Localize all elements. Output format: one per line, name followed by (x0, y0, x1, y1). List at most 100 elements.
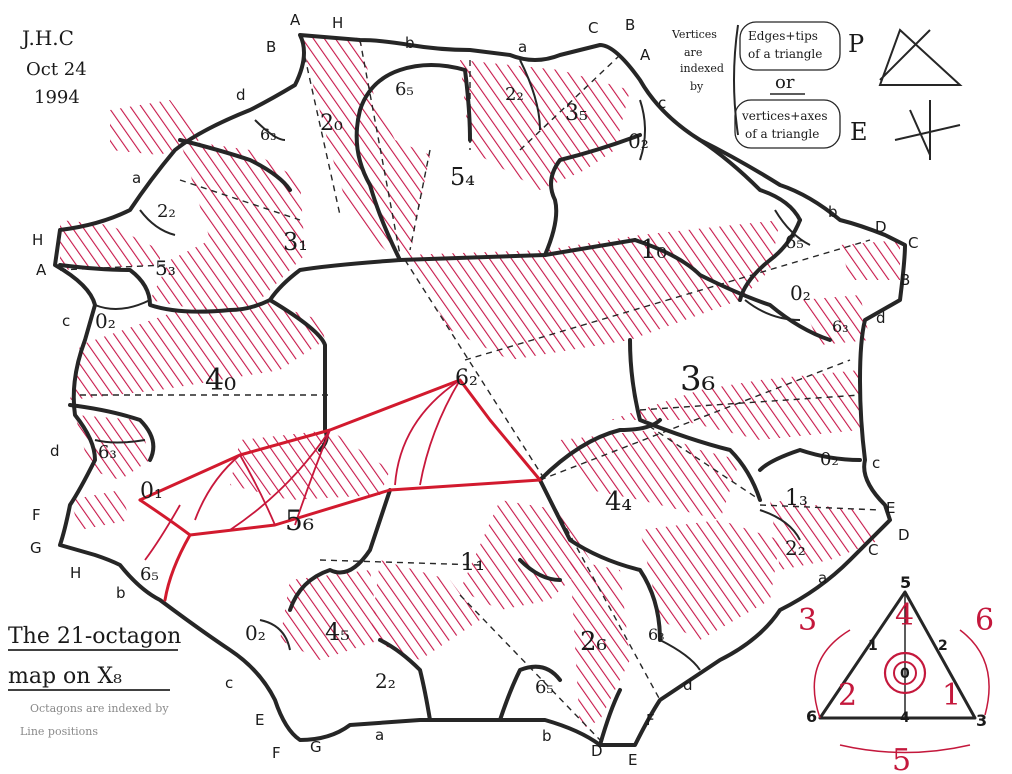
boundary-letter: d (236, 86, 246, 104)
region-label: 0₂ (95, 309, 116, 333)
box1-line1: Edges+tips (748, 29, 818, 43)
boundary-letter: a (818, 569, 827, 587)
region-label: 0₁ (140, 479, 163, 504)
boundary-letter: d (50, 442, 60, 460)
boundary-letter: a (132, 169, 141, 187)
boundary-letter: E (255, 711, 264, 729)
region-label: 0₂ (245, 621, 266, 645)
red-arc (145, 505, 180, 560)
region-label: 5₆ (285, 504, 314, 537)
region-label: 6₃ (832, 317, 849, 336)
boundary-letter: A (36, 261, 47, 279)
legend-inner-0: 0 (900, 666, 910, 682)
box2-line1: vertices+axes (741, 109, 828, 123)
boundary-letter: G (30, 539, 42, 557)
boundary-letter: F (646, 711, 655, 729)
region-label: 6₅ (785, 232, 804, 253)
boundary-letter: A (290, 11, 301, 29)
caption-subtitle: map on X₈ (8, 664, 122, 689)
boundary-letter: c (658, 94, 666, 112)
boundary-letter: B (266, 38, 276, 56)
region-label: 6₅ (395, 79, 414, 100)
dashed-line (320, 560, 480, 565)
note-P: P (848, 30, 864, 58)
legend-inner-2: 2 (938, 638, 948, 654)
region-label: 6₃ (260, 125, 277, 144)
shade-region (280, 570, 380, 660)
legend-red-6: 6 (975, 603, 994, 638)
boundary-letter: b (542, 727, 552, 745)
region-label: 2₆ (580, 627, 607, 657)
shade-region (640, 520, 780, 640)
boundary-letter: a (518, 38, 527, 56)
region-label: 6₃ (648, 625, 665, 644)
shade-region (70, 490, 130, 530)
note-word: Vertices (671, 28, 717, 41)
shade-region (460, 60, 630, 190)
shade-region (405, 220, 780, 360)
boundary-letter: D (591, 742, 603, 760)
note-or: or (775, 72, 795, 93)
region-label: 3₁ (283, 228, 308, 256)
region-label: 2₂ (505, 84, 524, 105)
caption-note-2: Line positions (20, 725, 98, 738)
region-label: 2₀ (320, 111, 343, 136)
boundary-letter: F (272, 744, 281, 762)
legend-inner-4: 4 (900, 710, 910, 726)
boundary-letter: E (628, 751, 637, 769)
region-label: 4₅ (325, 618, 350, 646)
boundary-letter: D (875, 218, 887, 236)
legend-red-1: 1 (942, 678, 961, 713)
caption-note-1: Octagons are indexed by (30, 702, 169, 715)
legend-red-5: 5 (892, 743, 911, 774)
shade-region (610, 370, 860, 440)
region-label: 2₂ (157, 201, 176, 222)
boundary-letter: b (828, 203, 838, 221)
legend-inner-1: 1 (868, 638, 878, 654)
boundary-letter: B (625, 16, 635, 34)
legend-vertex-top: 5 (900, 573, 911, 592)
boundary-letter: H (32, 231, 43, 249)
region-label: 6₅ (535, 677, 554, 698)
legend-red-4: 4 (895, 598, 914, 633)
boundary-letter: F (32, 506, 41, 524)
region-label: 6₂ (455, 366, 478, 391)
region-label: 1₃ (785, 486, 808, 511)
arc (95, 300, 150, 309)
region-label: 0₂ (628, 129, 649, 153)
signature-date: Oct 24 (26, 59, 87, 80)
red-path (165, 535, 190, 600)
boundary-letter: d (683, 676, 693, 694)
edge (700, 140, 800, 220)
region-label: 4₀ (205, 363, 236, 398)
mini-star-E (895, 100, 960, 160)
boundary-letter: A (640, 46, 651, 64)
region-label: 2₂ (375, 669, 396, 693)
boundary-letter: a (375, 726, 384, 744)
shade-region (230, 430, 390, 500)
legend-vertex-left: 6 (806, 707, 817, 726)
region-label: 5₄ (450, 163, 475, 191)
boundary-letter: c (872, 454, 880, 472)
boundary-letter: D (898, 526, 910, 544)
region-label: 6₃ (98, 442, 117, 463)
signature: J.H.C Oct 24 1994 (20, 26, 87, 108)
boundary-letter: H (70, 564, 81, 582)
boundary-letter: C (908, 234, 918, 252)
signature-year: 1994 (34, 87, 80, 108)
triangle-legend: 5 6 3 1 2 4 0 4 2 1 3 6 5 (798, 573, 994, 774)
boundary-letter: C (868, 541, 878, 559)
signature-initials: J.H.C (20, 26, 74, 50)
region-label: 4₄ (605, 487, 632, 517)
boundary-letter: G (310, 738, 322, 756)
box2-line2: of a triangle (745, 127, 819, 141)
boundary-letter: B (900, 271, 910, 289)
boundary-letter: c (62, 312, 70, 330)
caption: The 21-octagon map on X₈ Octagons are in… (8, 624, 181, 738)
note-word: by (690, 80, 704, 93)
region-label: 1₁ (460, 548, 485, 576)
region-label: 3₅ (565, 101, 588, 126)
legend-vertex-right: 3 (976, 711, 987, 730)
legend-red-3: 3 (798, 603, 817, 638)
